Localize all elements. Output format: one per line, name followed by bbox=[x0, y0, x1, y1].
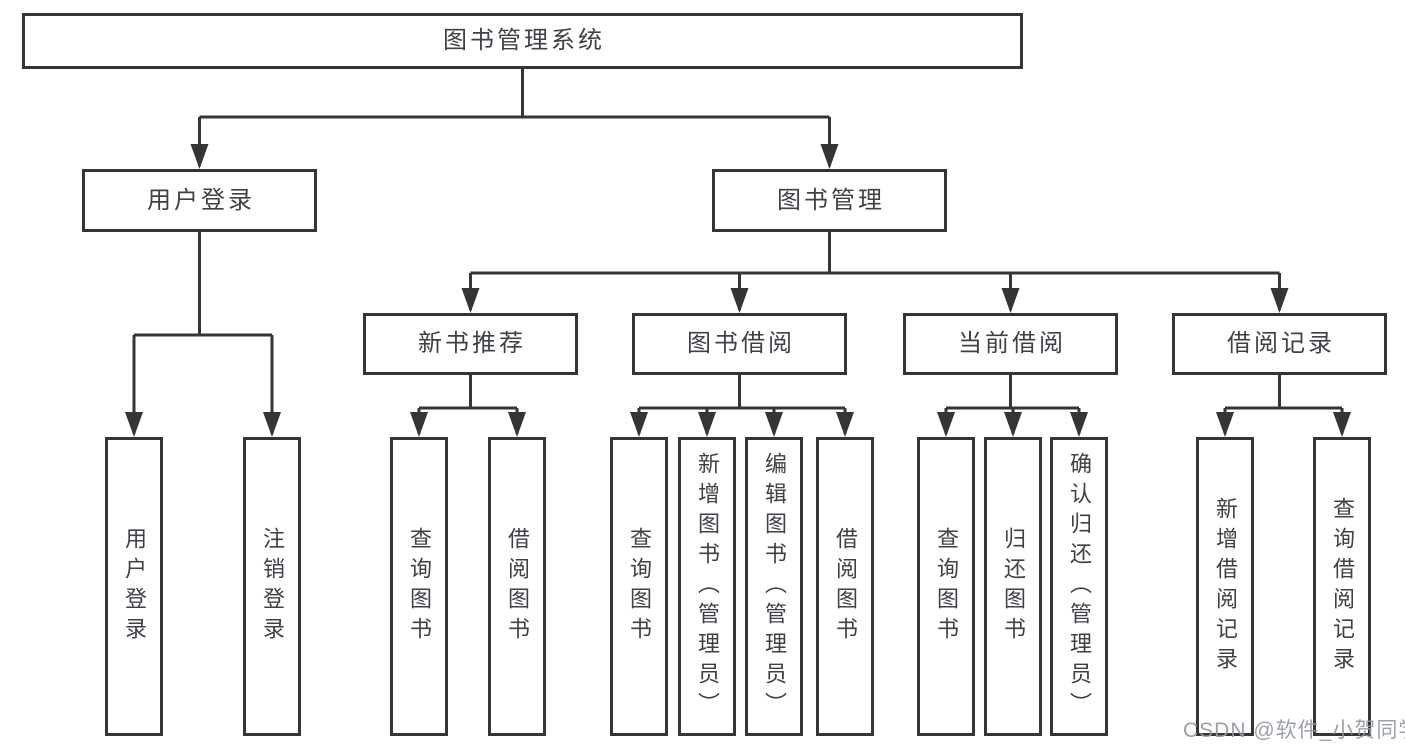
leaf-confirm-return-admin: 确认归还（管理员） bbox=[1050, 437, 1108, 736]
arrowheads bbox=[125, 144, 1351, 437]
leaf-add-borrow-record-label: 新增借阅记录 bbox=[1213, 496, 1238, 677]
leaf-edit-books-admin-label: 编辑图书（管理员） bbox=[762, 451, 787, 722]
leaf-query-books-borrow-label: 查询图书 bbox=[627, 526, 652, 647]
node-user-login: 用户登录 bbox=[82, 169, 317, 232]
node-current-borrow: 当前借阅 bbox=[903, 313, 1118, 375]
leaf-user-login-label: 用户登录 bbox=[122, 526, 147, 647]
node-borrow-record: 借阅记录 bbox=[1172, 313, 1387, 375]
leaf-query-borrow-record-label: 查询借阅记录 bbox=[1330, 496, 1355, 677]
leaf-borrow-books-recommend: 借阅图书 bbox=[488, 437, 546, 736]
leaf-borrow-books-label: 借阅图书 bbox=[833, 526, 858, 647]
node-root-label: 图书管理系统 bbox=[443, 27, 605, 54]
node-borrow-record-label: 借阅记录 bbox=[1227, 330, 1335, 357]
leaf-logout-login-label: 注销登录 bbox=[260, 526, 285, 647]
leaf-edit-books-admin: 编辑图书（管理员） bbox=[745, 437, 803, 736]
node-book-management: 图书管理 bbox=[712, 169, 947, 232]
leaf-add-books-admin: 新增图书（管理员） bbox=[678, 437, 736, 736]
leaf-query-borrow-record: 查询借阅记录 bbox=[1313, 437, 1371, 736]
leaf-query-books-current-label: 查询图书 bbox=[934, 526, 959, 647]
node-new-book-recommend: 新书推荐 bbox=[363, 313, 578, 375]
leaf-return-books-label: 归还图书 bbox=[1001, 526, 1026, 647]
node-root: 图书管理系统 bbox=[22, 13, 1023, 69]
leaf-logout-login: 注销登录 bbox=[243, 437, 301, 736]
leaf-return-books: 归还图书 bbox=[984, 437, 1042, 736]
node-book-borrow: 图书借阅 bbox=[632, 313, 847, 375]
leaf-add-borrow-record: 新增借阅记录 bbox=[1196, 437, 1254, 736]
leaf-query-books-recommend: 查询图书 bbox=[390, 437, 448, 736]
node-book-borrow-label: 图书借阅 bbox=[687, 330, 795, 357]
leaf-confirm-return-admin-label: 确认归还（管理员） bbox=[1067, 451, 1092, 722]
node-new-book-recommend-label: 新书推荐 bbox=[418, 330, 526, 357]
leaf-query-books-borrow: 查询图书 bbox=[610, 437, 668, 736]
node-current-borrow-label: 当前借阅 bbox=[958, 330, 1066, 357]
node-book-management-label: 图书管理 bbox=[777, 186, 885, 214]
leaf-borrow-books-recommend-label: 借阅图书 bbox=[505, 526, 530, 647]
leaf-query-books-current: 查询图书 bbox=[917, 437, 975, 736]
leaf-borrow-books: 借阅图书 bbox=[816, 437, 874, 736]
connector-paths bbox=[132, 69, 1344, 434]
leaf-add-books-admin-label: 新增图书（管理员） bbox=[695, 451, 720, 722]
leaf-user-login: 用户登录 bbox=[105, 437, 163, 736]
node-user-login-label: 用户登录 bbox=[147, 186, 255, 214]
leaf-query-books-recommend-label: 查询图书 bbox=[407, 526, 432, 647]
csdn-watermark: CSDN @软件_小贺同学 bbox=[1183, 719, 1405, 742]
